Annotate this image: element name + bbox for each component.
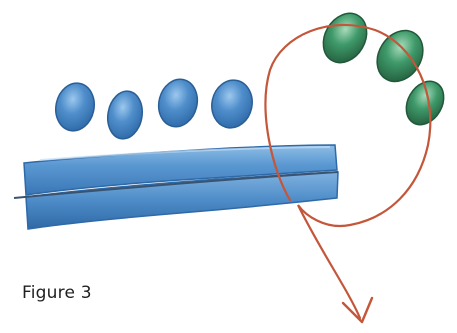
blue-oval	[154, 75, 202, 131]
blue-oval	[104, 88, 146, 141]
green-oval	[315, 5, 376, 70]
bar	[14, 145, 338, 229]
blue-oval	[51, 80, 98, 135]
figure-caption: Figure 3	[22, 283, 92, 303]
blue-oval	[207, 76, 256, 131]
blue-ovals	[51, 75, 256, 141]
arrowhead	[343, 298, 372, 322]
